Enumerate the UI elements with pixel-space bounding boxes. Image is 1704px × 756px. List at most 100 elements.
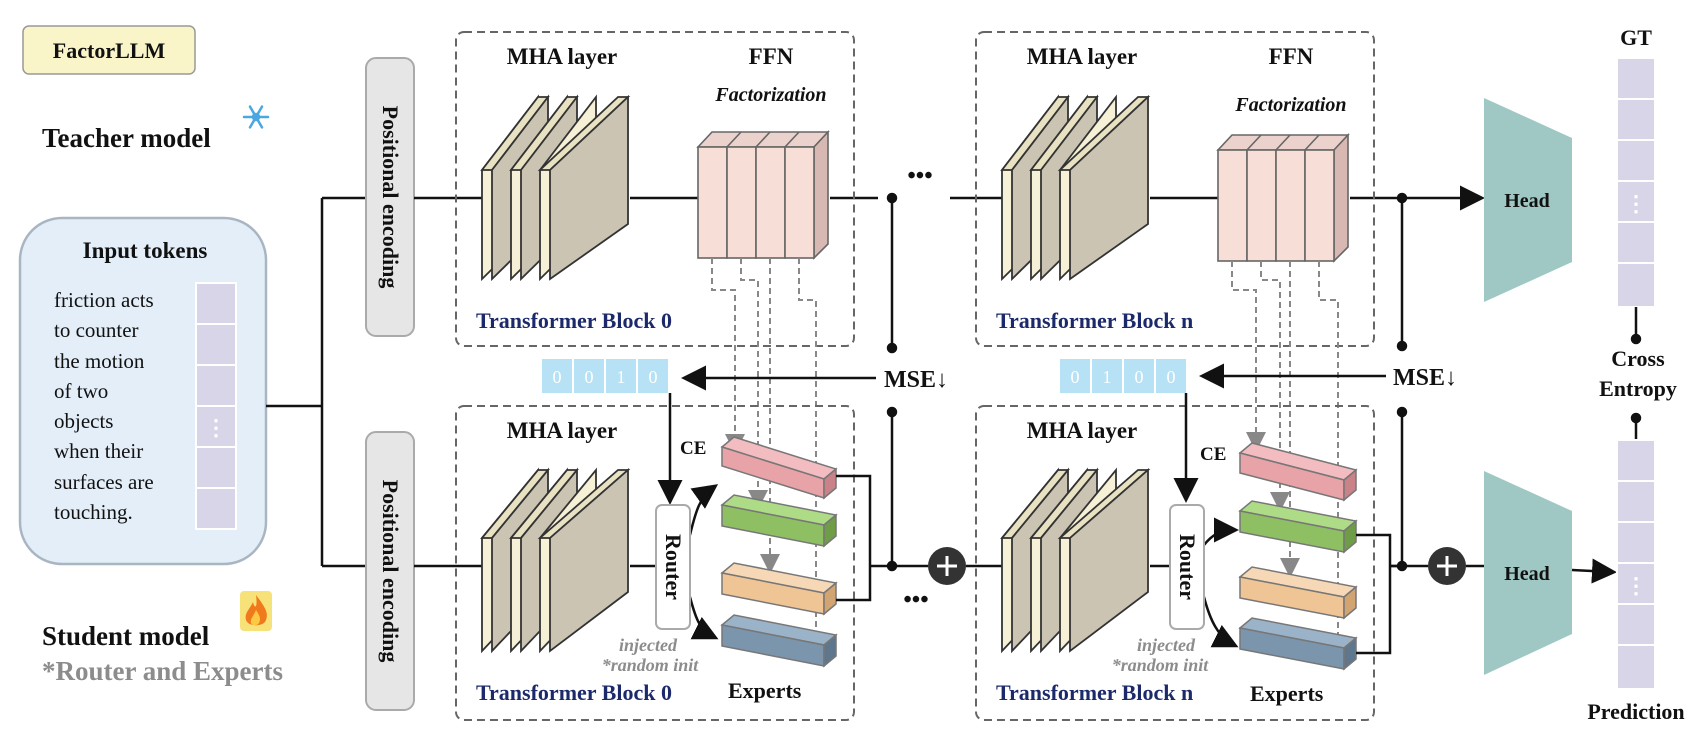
ce-label: CE	[1200, 444, 1226, 465]
ellipsis-top: •••	[907, 163, 932, 189]
input-line: to counter	[54, 318, 139, 342]
experts-label: Experts	[728, 678, 802, 703]
router-label: Router	[1175, 534, 1200, 600]
positional-encoding-teacher: Positional encoding	[365, 57, 415, 337]
mha-layer-stack	[1000, 94, 1151, 282]
gt-column: ⋮	[1616, 57, 1656, 308]
input-tokens-title: Input tokens	[83, 238, 208, 263]
input-line: objects	[54, 409, 113, 433]
mha-layer-stack	[480, 94, 631, 282]
expert-outputs-n	[1356, 533, 1402, 655]
injected-label: injected	[1137, 635, 1196, 655]
onehot-cell: 0	[1135, 367, 1144, 387]
student0-internal-lines	[630, 393, 719, 640]
msen-connectors	[1199, 192, 1408, 572]
onehot-cell: 0	[585, 367, 594, 387]
mse-label-0: MSE↓	[884, 367, 948, 393]
entropy-label: Entropy	[1599, 376, 1677, 401]
token-column: ⋮	[195, 282, 237, 530]
onehot-cell: 0	[1167, 367, 1176, 387]
random-init-label: *random init	[602, 655, 700, 675]
onehot-vector-n: 0 1 0 0	[1060, 359, 1186, 393]
student-model-sub: *Router and Experts	[42, 656, 283, 686]
mse0-connectors	[681, 192, 898, 572]
factorllm-badge: FactorLLM	[22, 25, 196, 75]
student-head: Head	[1484, 471, 1572, 675]
experts-label: Experts	[1250, 681, 1324, 706]
mha-layer-stack	[1000, 467, 1151, 654]
expert-pink	[720, 436, 838, 500]
gt-connector	[1630, 307, 1642, 345]
factorization-label: Factorization	[1234, 94, 1346, 116]
snowflake-icon	[242, 105, 270, 129]
head-label: Head	[1504, 190, 1550, 212]
mha-label: MHA layer	[1027, 44, 1138, 69]
studentn-internal-lines	[1150, 393, 1239, 648]
input-line: the motion	[54, 349, 145, 373]
block0-title: Transformer Block 0	[476, 308, 672, 333]
ffn-label: FFN	[1269, 44, 1314, 69]
expert-pink	[1238, 442, 1358, 502]
input-line: friction acts	[54, 288, 154, 312]
blockn-title: Transformer Block n	[996, 308, 1193, 333]
pos-encoding-label: Positional encoding	[378, 480, 403, 663]
onehot-cell: 1	[617, 367, 626, 387]
onehot-cell: 0	[1071, 367, 1080, 387]
gt-label: GT	[1620, 25, 1652, 50]
cross-label: Cross	[1611, 346, 1665, 371]
mha-layer-stack	[480, 467, 631, 654]
teacher-head: Head	[1484, 98, 1572, 302]
expert-blue	[720, 614, 838, 668]
injected-label: injected	[619, 635, 678, 655]
ffn-label: FFN	[749, 44, 794, 69]
ce-label: CE	[680, 438, 706, 459]
ffn-factorization-block	[1216, 132, 1350, 263]
fire-icon	[240, 591, 272, 631]
router-box: Router	[655, 504, 691, 630]
mha-label: MHA layer	[507, 418, 618, 443]
expert-orange	[1238, 566, 1358, 620]
expert-green	[720, 494, 838, 548]
prediction-label: Prediction	[1587, 699, 1684, 724]
positional-encoding-student: Positional encoding	[365, 431, 415, 711]
teacher-blockn-frame	[975, 31, 1375, 347]
prediction-column: ⋮	[1616, 439, 1656, 690]
teacher-model-label: Teacher model	[42, 123, 211, 153]
input-tokens-box: Input tokens friction acts to counter th…	[18, 216, 268, 566]
student-model-label: Student model	[42, 621, 210, 651]
mse-label-n: MSE↓	[1393, 365, 1457, 391]
input-connectors	[266, 196, 366, 568]
mha-label: MHA layer	[507, 44, 618, 69]
router-label: Router	[661, 534, 686, 600]
router-box: Router	[1169, 504, 1205, 630]
token-dots: ⋮	[205, 415, 227, 440]
expert-blue	[1238, 617, 1358, 671]
badge-text: FactorLLM	[53, 38, 166, 63]
teacher-block0-frame	[455, 31, 855, 347]
student-block0-frame	[455, 405, 855, 721]
random-init-label: *random init	[1112, 655, 1210, 675]
onehot-cell: 0	[649, 367, 658, 387]
pos-encoding-label: Positional encoding	[378, 106, 403, 289]
student-blockn-frame	[975, 405, 1375, 721]
onehot-cell: 1	[1103, 367, 1112, 387]
input-line: of two	[54, 379, 108, 403]
sum-node-n	[1428, 547, 1466, 585]
input-line: when their	[54, 439, 143, 463]
ellipsis-bottom: •••	[903, 587, 928, 613]
expert-green	[1238, 500, 1358, 554]
student-mainline	[414, 558, 1617, 584]
blockn-title: Transformer Block n	[996, 680, 1193, 705]
expert-outputs-0	[836, 474, 872, 602]
head-label: Head	[1504, 563, 1550, 585]
mha-label: MHA layer	[1027, 418, 1138, 443]
onehot-vector-0: 0 0 1 0	[542, 359, 668, 393]
pred-connector	[1630, 412, 1642, 440]
expert-orange	[720, 562, 838, 616]
input-line: surfaces are	[54, 470, 154, 494]
onehot-cell: 0	[553, 367, 562, 387]
ffn-factorization-block	[696, 129, 830, 260]
sum-node-0	[928, 547, 966, 585]
